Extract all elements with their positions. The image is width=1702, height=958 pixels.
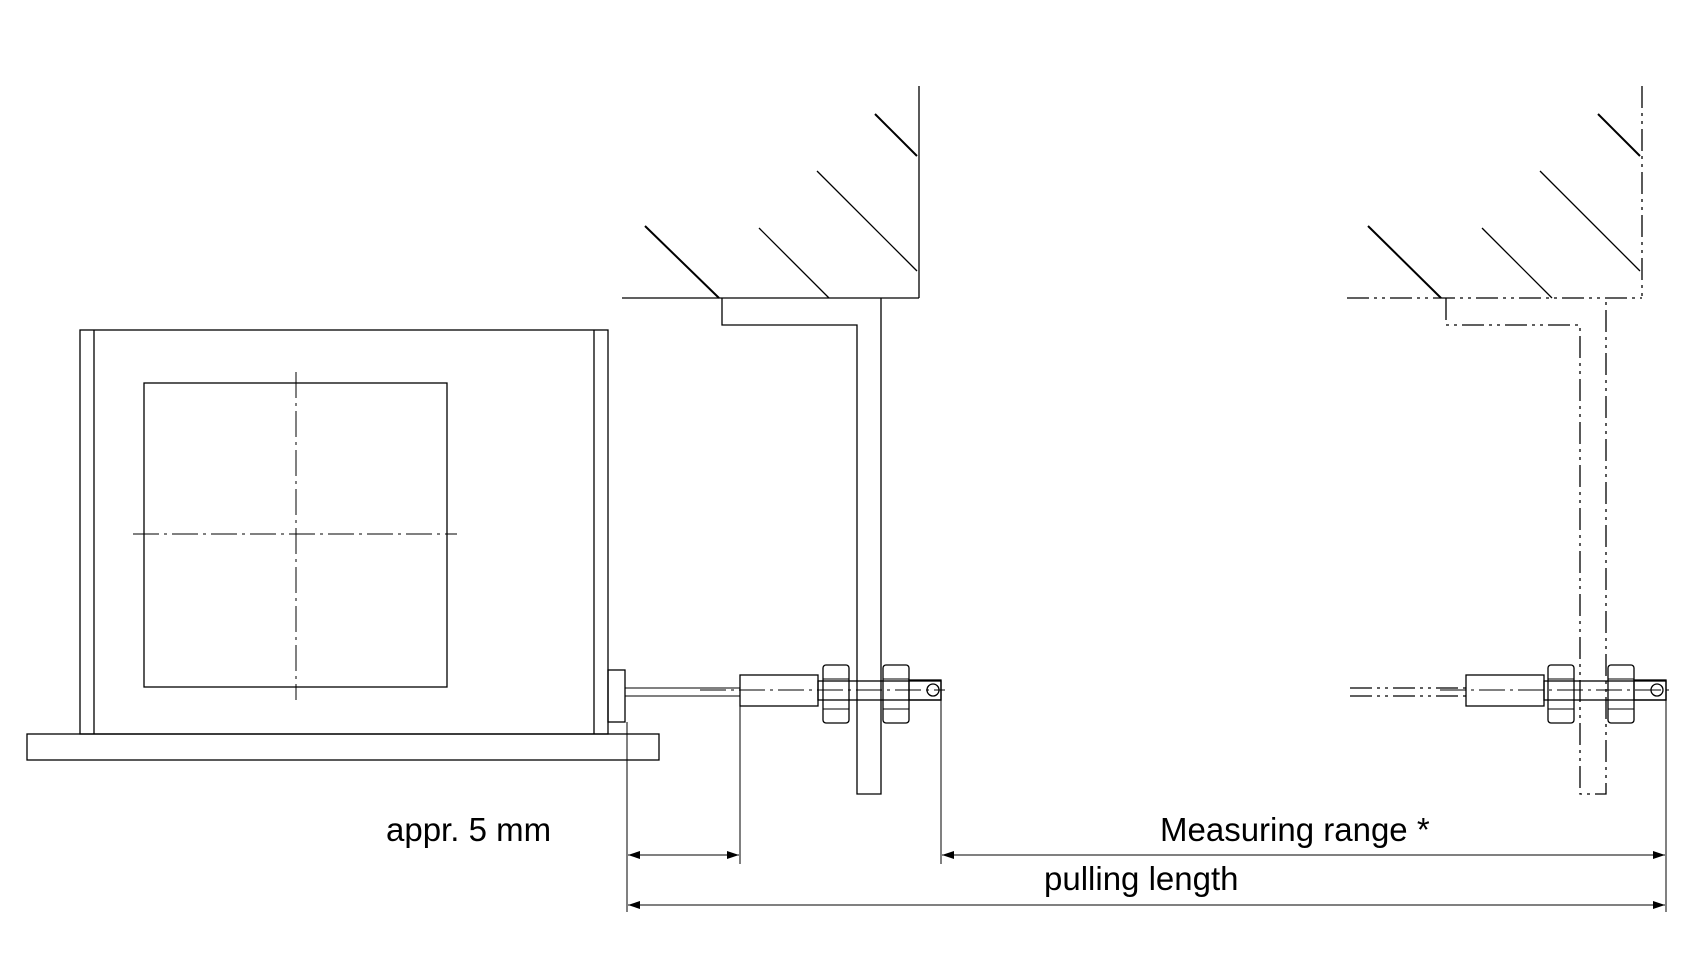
pulling-length-label: pulling length xyxy=(1044,860,1239,897)
rope-clip-left xyxy=(700,664,945,724)
measuring-wire xyxy=(625,687,740,697)
mount-wall-left xyxy=(622,86,920,299)
gap-label: appr. 5 mm xyxy=(386,811,552,848)
rope-clip-right xyxy=(1440,664,1670,724)
mount-bracket-right xyxy=(1445,298,1607,795)
measuring-wire-extended xyxy=(1350,687,1466,697)
nut-icon xyxy=(1547,664,1575,724)
mount-bracket-left xyxy=(721,298,882,795)
nut-icon xyxy=(882,664,910,724)
wire-outlet xyxy=(607,669,626,723)
nut-icon xyxy=(1607,664,1635,724)
measuring-range-label: Measuring range * xyxy=(1160,811,1430,848)
base-plate xyxy=(26,733,660,761)
eyelet-icon xyxy=(1650,683,1664,697)
sensor-housing xyxy=(79,329,626,735)
mount-wall-right xyxy=(1347,86,1643,299)
extension-lines xyxy=(626,700,1667,912)
eyelet-icon xyxy=(926,683,940,697)
nut-icon xyxy=(822,664,850,724)
